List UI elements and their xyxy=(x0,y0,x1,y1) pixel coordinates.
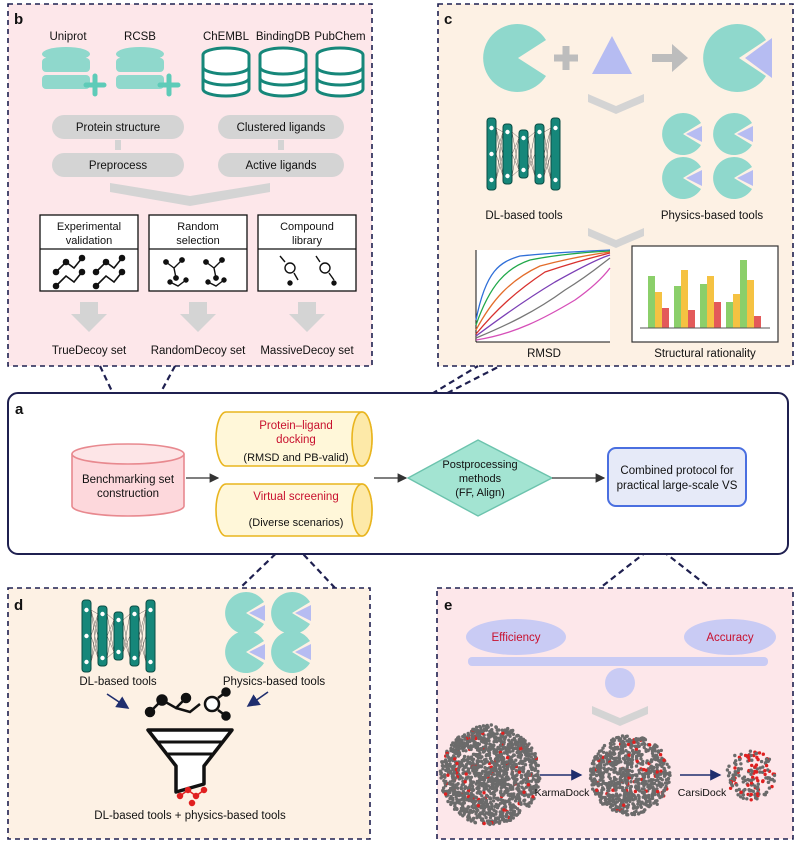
docking-cylinder xyxy=(215,411,373,467)
rmsd-chart xyxy=(475,249,611,343)
truedecoy-label: TrueDecoy set xyxy=(52,345,127,357)
merge-chevron xyxy=(110,183,270,206)
d-arrow-right xyxy=(246,691,269,707)
carsidock-label: CarsiDock xyxy=(678,787,727,799)
database-icon-pubchem xyxy=(315,46,365,98)
panel-b-letter: b xyxy=(14,11,23,28)
card-random-line2: selection xyxy=(176,235,219,247)
arrow-down-truedecoy xyxy=(71,302,107,332)
complex-pacman-icon xyxy=(703,23,772,92)
screening-clouds xyxy=(438,723,777,827)
card-random: Random selection xyxy=(148,214,248,292)
panel-d: d DL-based tools Physics-based tools xyxy=(7,587,371,840)
source-rcsb: RCSB xyxy=(124,31,156,43)
randomdecoy-label: RandomDecoy set xyxy=(151,345,246,357)
d-phys-label: Physics-based tools xyxy=(223,676,326,688)
combined-line1: Combined protocol for xyxy=(620,465,733,477)
card-compound-line1: Compound xyxy=(280,221,334,233)
preprocess-label: Preprocess xyxy=(89,160,147,172)
d-combined-label: DL-based tools + physics-based tools xyxy=(94,810,286,822)
clustered-ligands-label: Clustered ligands xyxy=(237,122,326,134)
rmsd-label: RMSD xyxy=(527,348,561,360)
database-icon-uniprot xyxy=(42,47,107,97)
accuracy-label: Accuracy xyxy=(706,632,754,644)
balance-beam xyxy=(468,657,768,666)
arrow-down-massivedecoy xyxy=(289,302,325,332)
ligand-triangle-icon xyxy=(592,36,632,74)
vs-title: Virtual screening xyxy=(253,491,338,503)
molecule-icon xyxy=(144,687,231,721)
panel-e-letter: e xyxy=(444,597,452,614)
c-phys-label: Physics-based tools xyxy=(661,210,764,222)
panel-c-letter: c xyxy=(444,11,452,28)
database-icon-rcsb xyxy=(116,47,181,97)
compound-library-cloud xyxy=(438,723,542,827)
efficiency-label: Efficiency xyxy=(491,632,540,644)
chevron-down-icon xyxy=(588,94,644,114)
benchmark-line1: Benchmarking set xyxy=(82,474,175,486)
combined-protocol-box xyxy=(607,447,747,507)
docking-sub: (RMSD and PB-valid) xyxy=(243,452,348,464)
source-bindingdb: BindingDB xyxy=(256,31,311,43)
protein-pacman-icon xyxy=(483,23,546,92)
source-chembl: ChEMBL xyxy=(203,31,250,43)
panel-e: e Efficiency Accuracy KarmaDock CarsiDoc… xyxy=(436,587,794,840)
vs-cylinder xyxy=(215,483,373,537)
protein-structure-label: Protein structure xyxy=(76,122,160,134)
card-random-line1: Random xyxy=(177,221,219,233)
panel-d-letter: d xyxy=(14,597,23,614)
accuracy-ellipse xyxy=(684,619,776,655)
benchmark-line2: construction xyxy=(97,488,159,500)
database-icon-bindingdb xyxy=(258,46,308,98)
structural-rationality-chart xyxy=(631,245,779,343)
efficiency-ellipse xyxy=(466,619,566,655)
source-uniprot: Uniprot xyxy=(49,31,87,43)
karmadock-label: KarmaDock xyxy=(535,787,591,799)
post-line2: methods xyxy=(459,473,502,485)
card-compound-line2: library xyxy=(292,235,322,247)
balance-pivot xyxy=(605,668,635,698)
clustered-ligands-pill xyxy=(218,115,344,139)
card-experimental-line2: validation xyxy=(66,235,112,247)
arrow-down-randomdecoy xyxy=(180,302,216,332)
benchmark-cylinder xyxy=(71,443,185,517)
card-experimental-line1: Experimental xyxy=(57,221,121,233)
post-line1: Postprocessing xyxy=(442,459,517,471)
funnel-icon xyxy=(146,728,234,794)
panel-a: a Benchmarking set construction Protein–… xyxy=(7,392,789,555)
preprocess-pill xyxy=(52,153,184,177)
card-experimental: Experimental validation xyxy=(39,214,139,292)
vs-sub: (Diverse scenarios) xyxy=(249,517,344,529)
panel-d-frame xyxy=(7,587,371,840)
arrow-right-icon xyxy=(652,44,688,72)
panel-c: c DL-based tools Physics-based tools xyxy=(437,3,794,367)
red-molecule-icon xyxy=(176,786,208,807)
d-arrow-left xyxy=(106,693,130,709)
card-compound: Compound library xyxy=(257,214,357,292)
massivedecoy-label: MassiveDecoy set xyxy=(260,345,354,357)
database-icon-chembl xyxy=(201,46,251,98)
docking-title-line2: docking xyxy=(276,434,316,446)
e-chevron-down-icon xyxy=(592,706,648,726)
chevron-down-icon-2 xyxy=(588,228,644,248)
protein-structure-pill xyxy=(52,115,184,139)
panel-b: b Uniprot RCSB ChEMBL BindingDB PubChem … xyxy=(7,3,373,367)
carsidock-filtered-cloud xyxy=(725,749,777,802)
docking-title-line1: Protein–ligand xyxy=(259,420,333,432)
source-pubchem: PubChem xyxy=(314,31,365,43)
struct-rationality-label: Structural rationality xyxy=(654,348,756,360)
c-dl-label: DL-based tools xyxy=(485,210,563,222)
karmadock-filtered-cloud xyxy=(588,734,672,817)
combined-line2: practical large-scale VS xyxy=(617,480,738,492)
post-line3: (FF, Align) xyxy=(455,487,505,499)
d-dl-label: DL-based tools xyxy=(79,676,157,688)
active-ligands-label: Active ligands xyxy=(246,160,317,172)
active-ligands-pill xyxy=(218,153,344,177)
plus-icon xyxy=(554,46,578,70)
postprocessing-diamond xyxy=(406,439,554,517)
panel-a-letter: a xyxy=(15,401,24,418)
